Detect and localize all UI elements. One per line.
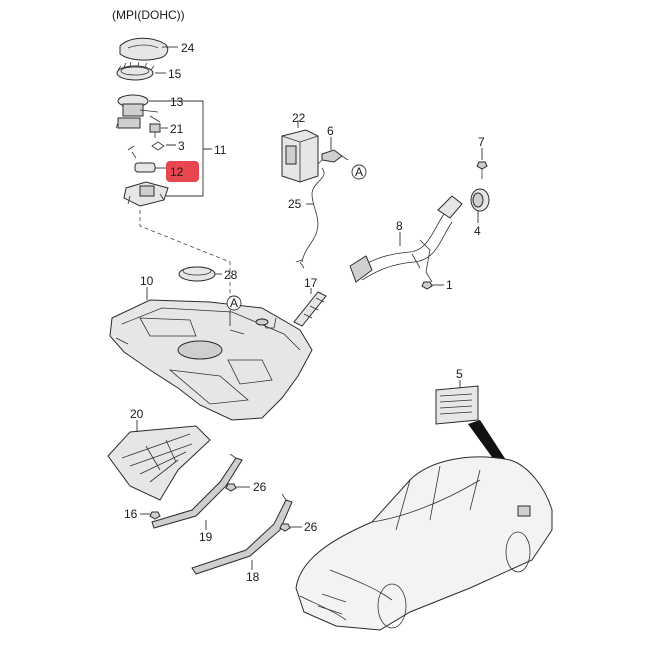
label-12: 12 — [170, 165, 184, 179]
pump-flange-13 — [115, 94, 161, 129]
vapor-hose-25 — [295, 167, 325, 269]
label-25: 25 — [288, 197, 302, 211]
label-22: 22 — [292, 111, 306, 125]
highlight-box-12 — [166, 161, 199, 182]
label-26-lower: 26 — [304, 520, 318, 534]
label-17: 17 — [304, 276, 318, 290]
filler-pipe-8 — [349, 195, 463, 283]
label-8: 8 — [396, 219, 403, 233]
vent-valve-6 — [317, 149, 349, 165]
bolt-26-lower — [279, 523, 291, 532]
vehicle-outline — [295, 456, 553, 631]
label-19: 19 — [199, 530, 213, 544]
strap-19 — [151, 453, 243, 529]
bracket-3 — [151, 141, 165, 151]
label-6: 6 — [327, 124, 334, 138]
label-11: 11 — [214, 143, 227, 157]
variant-label: (MPI(DOHC)) — [112, 8, 185, 22]
lock-ring-15 — [116, 61, 155, 81]
label-21: 21 — [170, 122, 184, 136]
bolt-16 — [149, 511, 161, 520]
label-13: 13 — [170, 95, 184, 109]
label-4: 4 — [474, 224, 481, 238]
fuel-tank-10 — [109, 299, 313, 421]
label-18: 18 — [246, 570, 260, 584]
fuel-pump-cover-24 — [119, 37, 169, 61]
marker-a-canister-text: A — [355, 165, 363, 179]
ref-marker-a-canister — [351, 164, 367, 180]
gasket-28 — [178, 266, 216, 282]
fuel-label-5 — [435, 385, 479, 425]
label-16: 16 — [124, 507, 138, 521]
bolt-7 — [476, 161, 488, 179]
label-26-upper: 26 — [253, 480, 267, 494]
heat-shield-20 — [107, 425, 211, 501]
strap-18 — [191, 493, 293, 575]
fuel-pump-12 — [127, 145, 156, 173]
filler-hose-17 — [293, 291, 327, 327]
label-5: 5 — [456, 367, 463, 381]
canister-22 — [281, 129, 319, 183]
bolt-1 — [421, 281, 433, 290]
label-3: 3 — [178, 139, 185, 153]
bolt-26-upper — [225, 483, 237, 492]
label-1: 1 — [446, 278, 453, 292]
marker-a-tank-text: A — [230, 296, 238, 310]
label-7: 7 — [478, 135, 485, 149]
label-10: 10 — [140, 274, 154, 288]
label-24: 24 — [181, 41, 195, 55]
label-15: 15 — [168, 67, 182, 81]
label-28: 28 — [224, 268, 238, 282]
fuel-cap-4 — [470, 188, 490, 212]
label-20: 20 — [130, 407, 144, 421]
filter-21 — [149, 123, 161, 138]
ref-marker-a-tank — [226, 295, 242, 311]
pump-bracket-lower — [123, 181, 169, 207]
